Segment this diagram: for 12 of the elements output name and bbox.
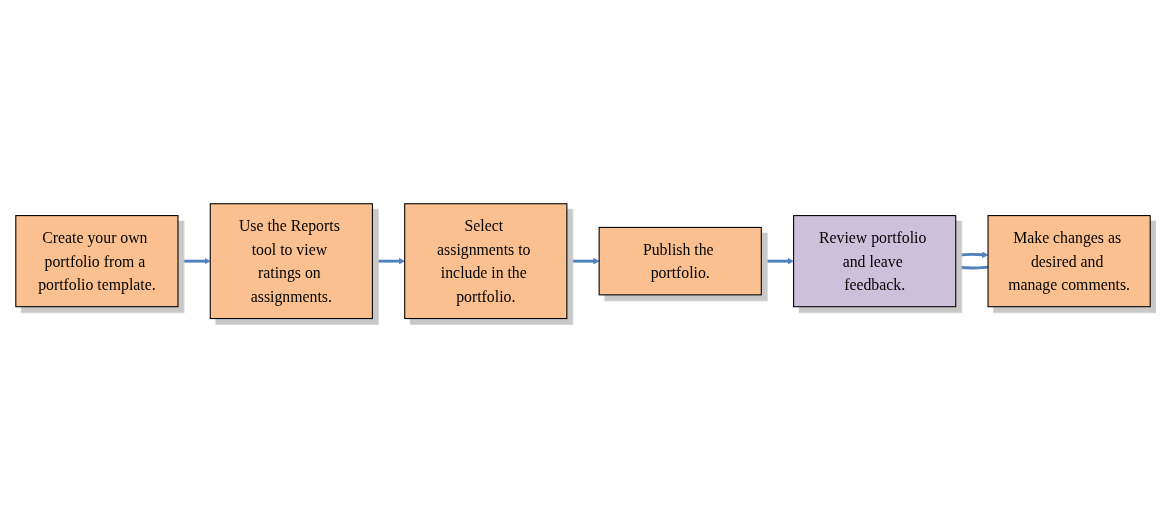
process-box: Select assignments to include in the portfolio. [404, 203, 568, 320]
arrow [372, 258, 405, 265]
process-box: Use the Reports tool to view ratings on assignments. [209, 203, 373, 320]
arrow [177, 258, 211, 265]
process-box: Create your own portfolio from a portfolio template. [15, 215, 179, 308]
arrow [955, 251, 989, 259]
process-box: Make changes as desired and manage comments. [987, 215, 1151, 308]
arrow [955, 264, 989, 272]
arrow [761, 258, 794, 265]
process-box: Review portfolio and leave feedback. [793, 215, 957, 308]
arrow [566, 258, 600, 265]
process-box: Publish the portfolio. [598, 227, 762, 296]
